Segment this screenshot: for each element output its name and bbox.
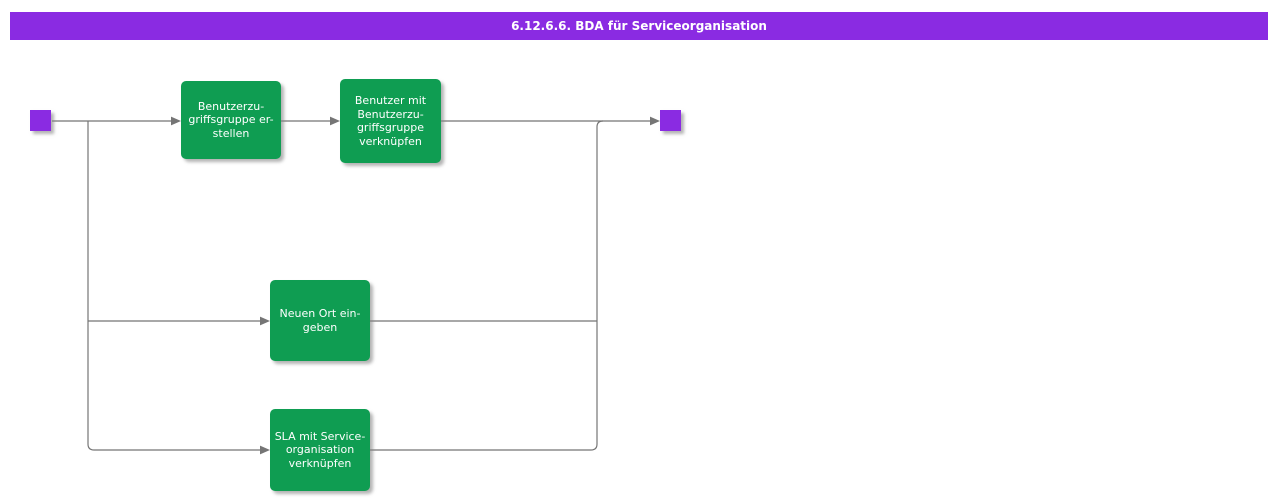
arrowhead-icon <box>330 116 340 126</box>
diagram-title: 6.12.6.6. BDA für Serviceorganisation <box>511 19 767 33</box>
arrowhead-icon <box>650 116 660 126</box>
arrowhead-icon <box>171 116 181 126</box>
arrowhead-icon <box>260 316 270 326</box>
activity-enter-new-location: Neuen Ort ein- geben <box>270 280 370 361</box>
edge-branch-to-sla <box>87 121 260 451</box>
edge-sla-to-merge <box>370 120 604 451</box>
activity-create-access-group: Benutzerzu- griffsgruppe er- stellen <box>181 81 281 159</box>
diagram-title-bar: 6.12.6.6. BDA für Serviceorganisation <box>10 12 1268 40</box>
start-node <box>30 110 51 131</box>
activity-link-user-to-access-group: Benutzer mit Benutzerzu- griffsgruppe ve… <box>340 79 441 163</box>
activity-link-sla-to-service-org: SLA mit Service- organisation verknüpfen <box>270 409 370 491</box>
end-node <box>660 110 681 131</box>
arrowhead-icon <box>260 445 270 455</box>
